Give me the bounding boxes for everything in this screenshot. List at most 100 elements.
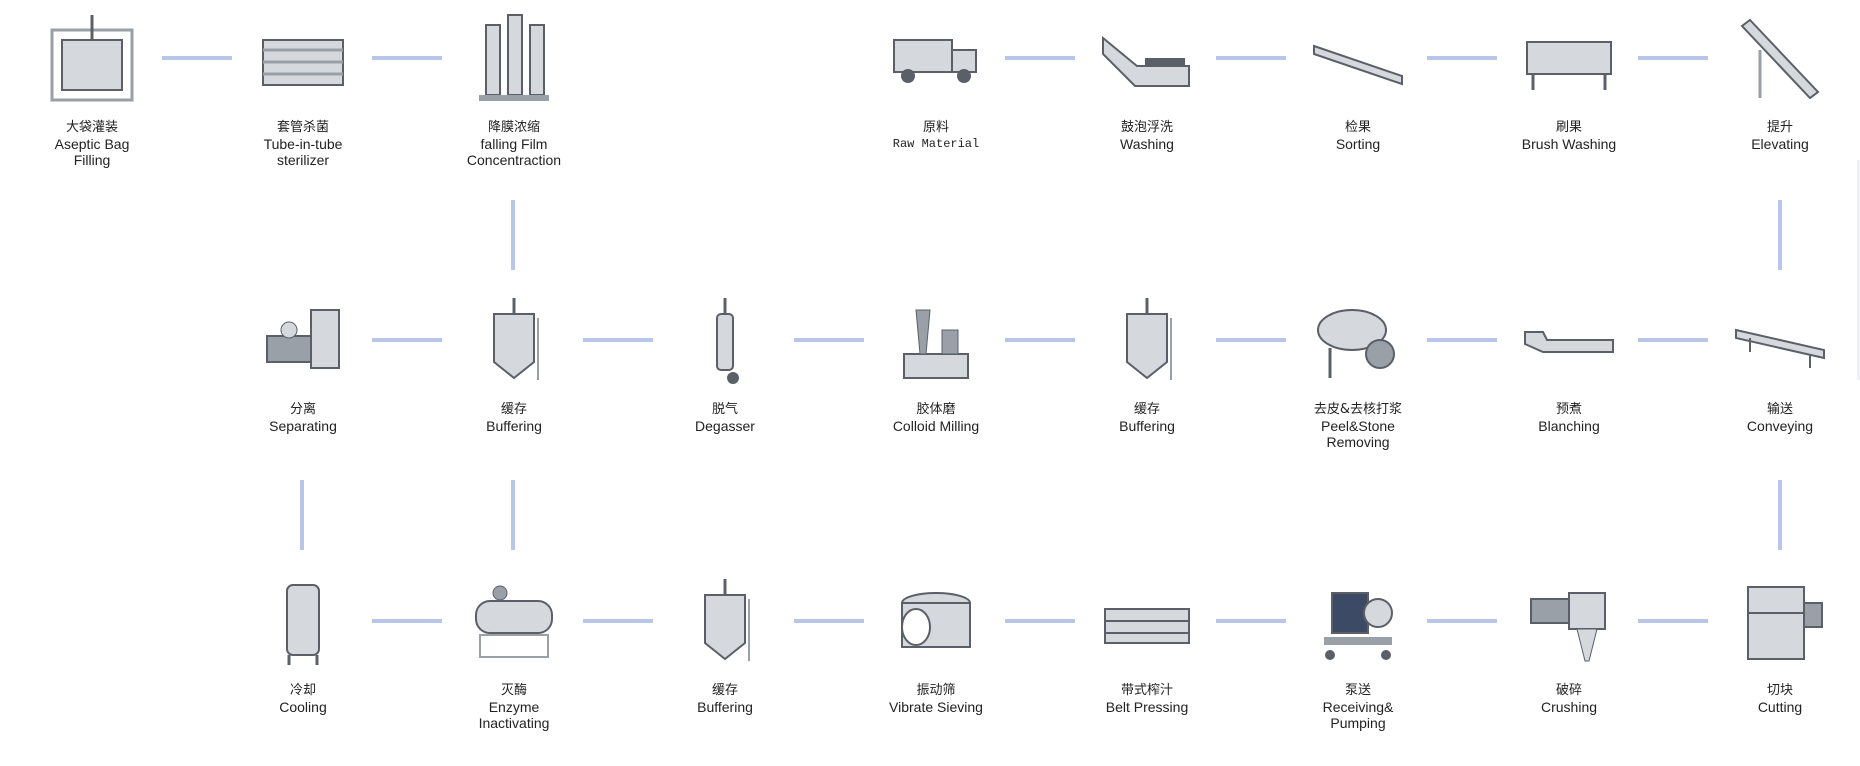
node-label-zh: 降膜浓缩 (487, 120, 540, 135)
connector (372, 56, 442, 60)
connector (511, 200, 515, 270)
node-label-zh: 套管杀菌 (276, 120, 329, 135)
node-label-en: Buffering (1119, 418, 1175, 434)
connector (1427, 619, 1497, 623)
node-label-zh: 泵送 (1344, 683, 1371, 698)
degasser-icon (675, 292, 775, 392)
node-label-en: Raw Material (892, 137, 980, 151)
node-label-en: Belt Pressing (1105, 699, 1189, 715)
node-label-en: Washing (1120, 136, 1174, 152)
node-label-en: Conveying (1746, 418, 1814, 434)
connector (1216, 338, 1286, 342)
tower-icon (464, 10, 564, 110)
connector (583, 338, 653, 342)
connector (1216, 56, 1286, 60)
node-label-zh: 振动筛 (916, 683, 956, 698)
conveyor-icon (1730, 292, 1830, 392)
connector (1005, 619, 1075, 623)
node-label-zh: 缓存 (1133, 402, 1160, 417)
connector (1005, 56, 1075, 60)
sieve-icon (886, 573, 986, 673)
node-label: 原料 Raw Material (846, 120, 1026, 152)
press-icon (1097, 573, 1197, 673)
node-label-en: Aseptic Bag Filling (54, 136, 130, 168)
truck-icon (886, 10, 986, 110)
node-label-zh: 鼓泡浮洗 (1120, 120, 1173, 135)
frame-icon (42, 10, 142, 110)
node-label-en: Cutting (1757, 699, 1803, 715)
node-label-en: Vibrate Sieving (889, 699, 983, 715)
node-label-zh: 输送 (1766, 402, 1793, 417)
node-label-en: Elevating (1751, 136, 1809, 152)
connector (300, 480, 304, 550)
connector (1638, 338, 1708, 342)
node-label-zh: 带式榨汁 (1120, 683, 1173, 698)
mill-icon (886, 292, 986, 392)
node-label-en: Peel&Stone Removing (1321, 418, 1395, 450)
pump-icon (1308, 573, 1408, 673)
node-label-en: Blanching (1538, 418, 1600, 434)
connector (1778, 480, 1782, 550)
node-label-zh: 预煮 (1555, 402, 1582, 417)
node-label-zh: 去皮&去核打浆 (1313, 402, 1403, 417)
node-label-zh: 脱气 (711, 402, 738, 417)
connector (583, 619, 653, 623)
crusher-icon (1519, 573, 1619, 673)
connector (372, 338, 442, 342)
node-label-en: falling Film Concentraction (466, 136, 562, 168)
elevator-icon (1730, 10, 1830, 110)
edge-mark (1857, 160, 1860, 380)
pulper-icon (1308, 292, 1408, 392)
node-label-en: Degasser (695, 418, 755, 434)
washer-icon (1097, 10, 1197, 110)
blancher-icon (1519, 292, 1619, 392)
node-label-zh: 原料 (922, 120, 949, 135)
node-label-zh: 缓存 (711, 683, 738, 698)
node-label-en: Separating (269, 418, 337, 434)
connector (1427, 338, 1497, 342)
connector (794, 619, 864, 623)
belt-icon (1308, 10, 1408, 110)
node-label-en: Sorting (1335, 136, 1381, 152)
cutter-icon (1730, 573, 1830, 673)
connector (1005, 338, 1075, 342)
node-label-zh: 冷却 (289, 683, 316, 698)
node-label-en: Buffering (486, 418, 542, 434)
tank-icon (1097, 292, 1197, 392)
tube-bundle-icon (253, 10, 353, 110)
connector (511, 480, 515, 550)
connector (1638, 619, 1708, 623)
node-label-zh: 切块 (1766, 683, 1793, 698)
tank-icon (675, 573, 775, 673)
node-label-zh: 提升 (1766, 120, 1793, 135)
connector (1778, 200, 1782, 270)
node-label-en: Colloid Milling (892, 418, 980, 434)
node-label-zh: 大袋灌装 (65, 120, 118, 135)
brush-box-icon (1519, 10, 1619, 110)
node-label-zh: 检果 (1344, 120, 1371, 135)
node-label-zh: 胶体磨 (916, 402, 956, 417)
tank-icon (464, 292, 564, 392)
connector (1427, 56, 1497, 60)
heater-icon (464, 573, 564, 673)
connector (794, 338, 864, 342)
